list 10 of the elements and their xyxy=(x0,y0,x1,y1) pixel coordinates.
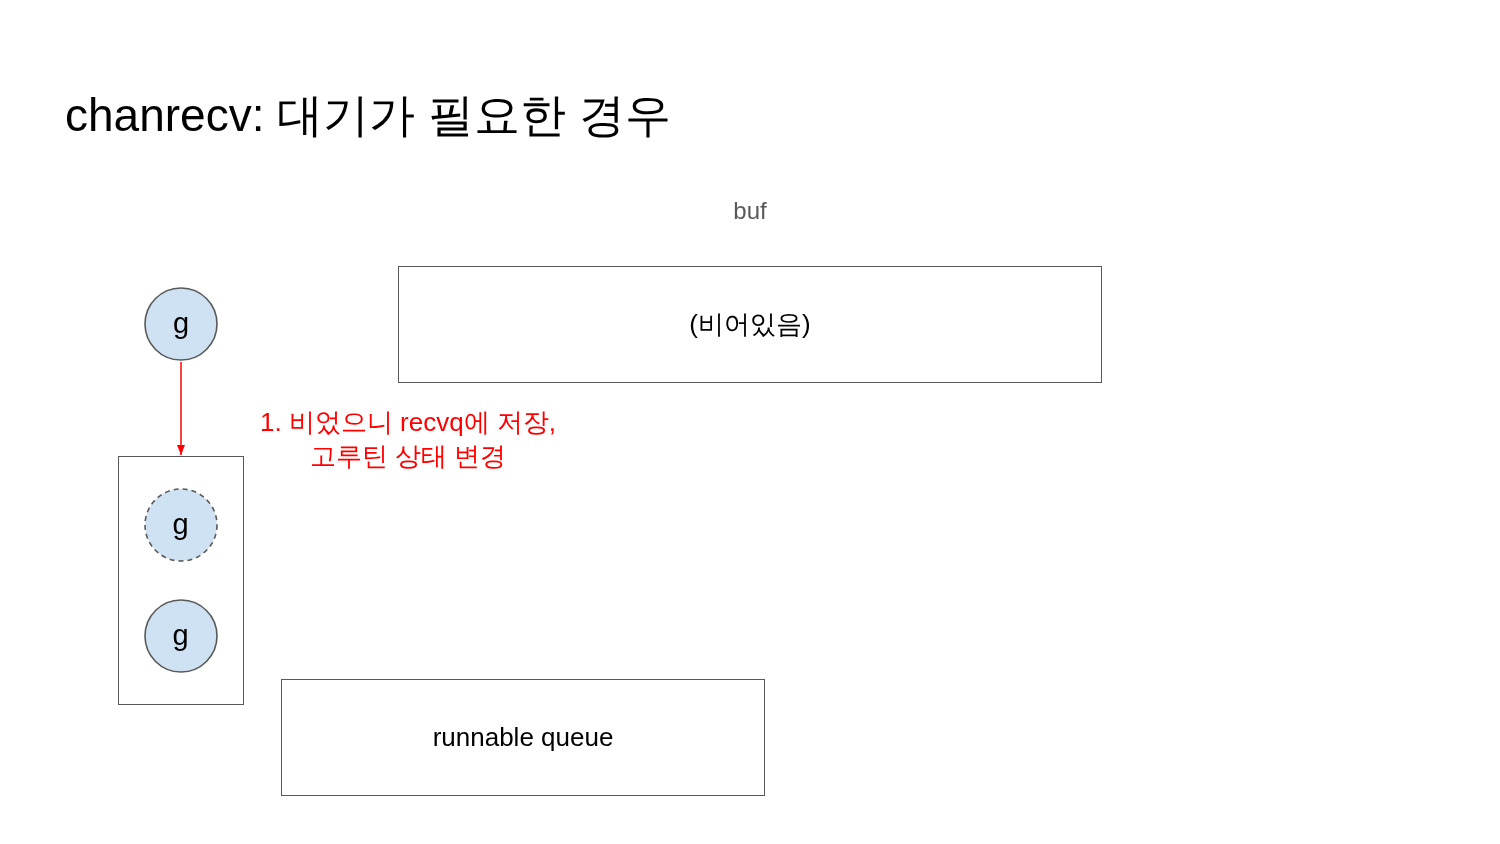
queue-box xyxy=(281,679,765,796)
goroutine-label: g xyxy=(172,507,189,542)
box-heading: buf xyxy=(733,197,767,225)
slide-title: chanrecv: 대기가 필요한 경우 xyxy=(65,88,671,143)
box-label: runnable queue xyxy=(432,722,614,753)
goroutine-label: g xyxy=(172,307,190,341)
goroutine-label: g xyxy=(172,618,189,653)
arrow xyxy=(177,361,185,456)
box-label: (비어있음) xyxy=(689,309,811,340)
wait-queue-box xyxy=(118,456,244,705)
